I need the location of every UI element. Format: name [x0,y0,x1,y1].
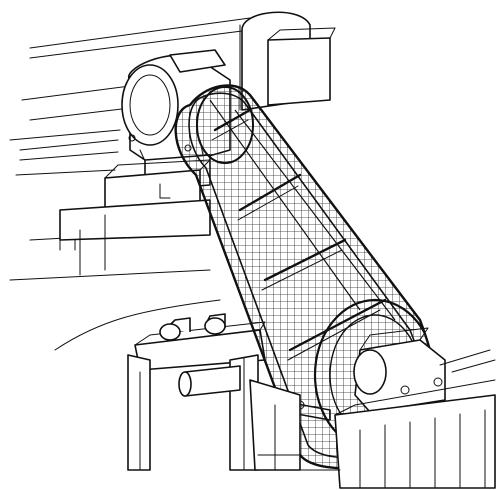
driven-pulley-icon [353,327,446,413]
upper-housing [241,11,336,111]
motor-base [59,159,211,276]
base-frame-icon [249,349,496,489]
